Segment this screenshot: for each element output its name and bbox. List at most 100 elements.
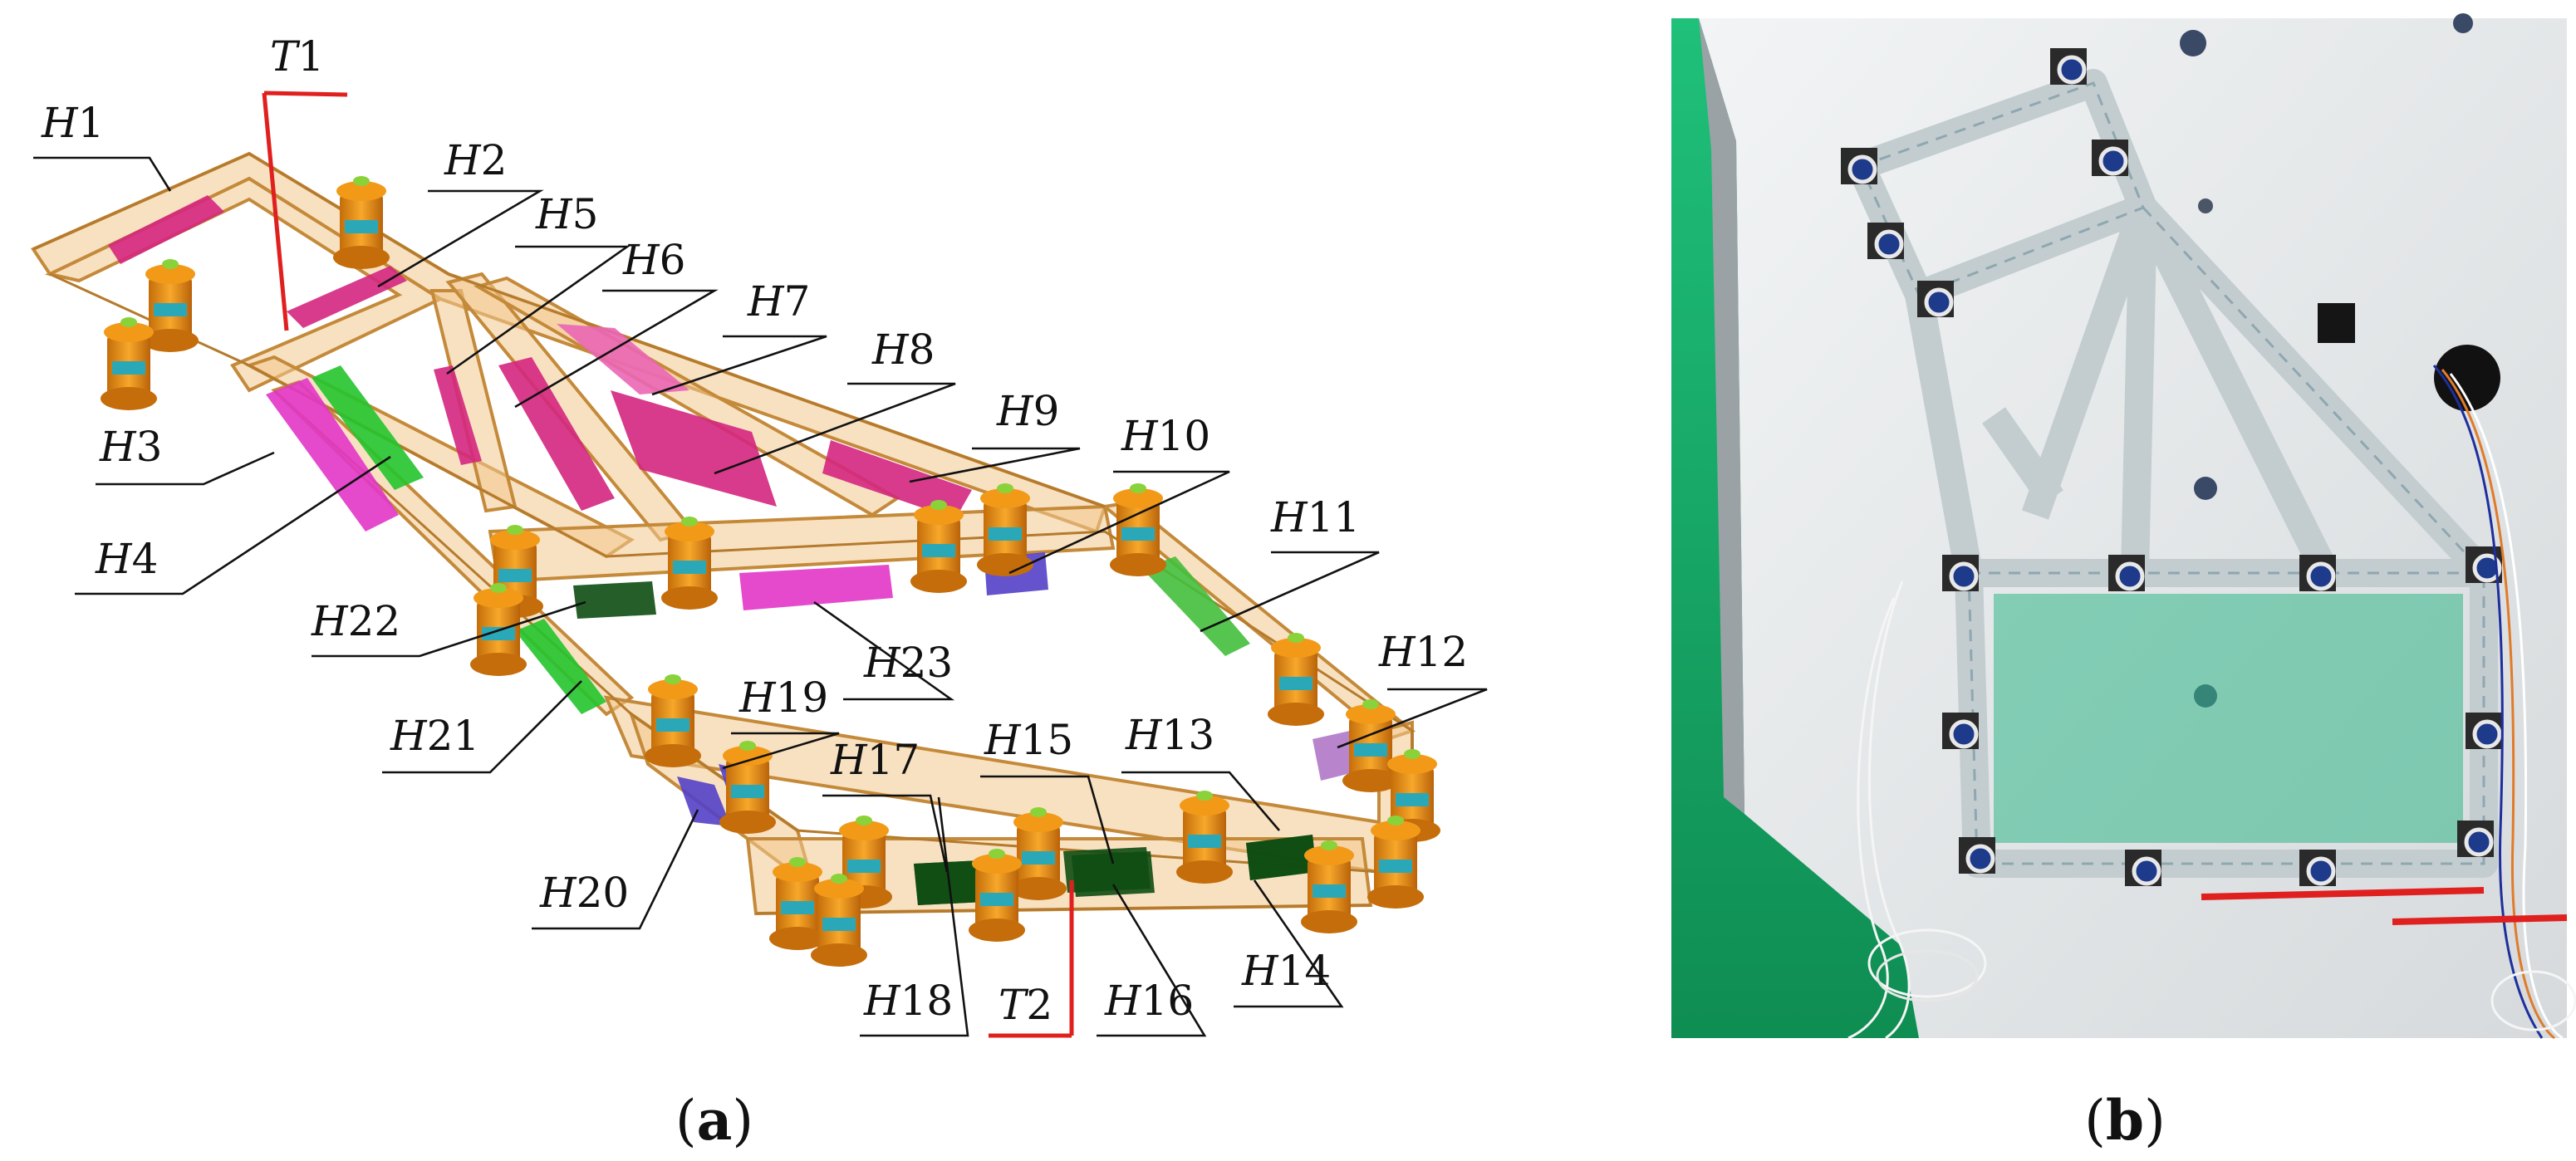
label-h7: H7 (747, 277, 810, 326)
leader-h21 (382, 680, 582, 774)
heater-pad-h2 (287, 266, 407, 328)
label-h1: H1 (41, 99, 104, 147)
label-h10: H10 (1121, 412, 1210, 460)
label-h2: H2 (444, 136, 507, 184)
label-h15: H15 (984, 716, 1073, 764)
mount-bushing (333, 176, 390, 269)
mount-bushing (1268, 633, 1324, 726)
label-h14: H14 (1241, 947, 1331, 995)
leader-h20 (532, 809, 699, 930)
label-h18: H18 (863, 977, 953, 1025)
label-h21: H21 (390, 712, 479, 760)
heater-pad-h22 (573, 581, 656, 619)
caption-a: (a) (675, 1088, 753, 1153)
sensor-marks (262, 91, 1074, 1038)
label-h8: H8 (871, 326, 935, 374)
panel-a: T1 T2 H1 H2 H3 H4 H5 H6 H7 H8 H9 H10 H11… (31, 32, 1488, 1153)
label-t1: T1 (270, 32, 324, 81)
label-h4: H4 (95, 535, 158, 583)
heater-pad-h6 (498, 357, 615, 511)
leader-h2 (377, 189, 544, 288)
leader-h15 (980, 775, 1115, 865)
label-h12: H12 (1378, 628, 1468, 676)
panel-b: (b) (1671, 13, 2576, 1153)
heater-pad-h11 (1142, 556, 1250, 656)
cables (1847, 365, 2576, 1040)
leader-h13 (1121, 771, 1280, 831)
mount-bushing (645, 674, 701, 767)
leader-h4 (75, 455, 391, 595)
bolt-head (1847, 154, 1877, 184)
bolt-head (2098, 146, 2128, 176)
labels: T1 T2 H1 H2 H3 H4 H5 H6 H7 H8 H9 H10 H11… (41, 32, 1468, 1029)
label-t2: T2 (999, 981, 1052, 1029)
label-h3: H3 (99, 423, 162, 471)
bolt-head (2115, 561, 2145, 591)
leader-h6 (514, 289, 719, 409)
mount-bushing (769, 857, 826, 950)
mount-bushing (969, 849, 1025, 942)
mount-bushing (1384, 749, 1440, 842)
bolt-head (1874, 229, 1904, 259)
mount-bushing (1010, 807, 1067, 900)
bolt-head (1965, 844, 1995, 874)
leader-h14 (1234, 879, 1344, 1008)
leader-h12 (1337, 688, 1488, 749)
mount-bushing (142, 259, 199, 352)
label-h19: H19 (738, 674, 828, 722)
bolt-head (2057, 55, 2087, 85)
mount-bushing (101, 317, 157, 410)
bolt-head (2472, 553, 2502, 583)
label-h11: H11 (1270, 493, 1360, 541)
label-h9: H9 (996, 387, 1059, 435)
leader-h8 (714, 382, 956, 475)
bolt-head (2472, 719, 2502, 749)
mount-bushing (811, 874, 867, 967)
heater-pad-h16 (1072, 851, 1155, 897)
label-h5: H5 (535, 190, 598, 238)
label-h16: H16 (1104, 977, 1194, 1025)
heater-pad-h1 (108, 195, 224, 264)
label-h6: H6 (622, 236, 685, 284)
mount-bushing (1342, 699, 1399, 792)
heater-pad-h20 (677, 776, 731, 826)
bolt-head (2306, 561, 2336, 591)
leader-h17 (822, 794, 949, 873)
mount-bushing (661, 517, 718, 610)
leader-h19 (722, 732, 840, 770)
mount-bushing (719, 741, 776, 834)
caption-b: (b) (2084, 1088, 2166, 1153)
leader-h1 (33, 156, 172, 192)
bolt-head (1949, 719, 1979, 749)
label-h13: H13 (1125, 711, 1214, 759)
heater-pad-h5 (434, 365, 482, 465)
heater-pad-h4 (312, 365, 424, 490)
heater-pad-h9 (822, 440, 972, 519)
heater-pad-h21 (515, 619, 606, 714)
mount-bushing (1176, 791, 1233, 884)
heater-pad-h23 (739, 565, 893, 610)
mount-bushing (977, 483, 1033, 576)
caption-b-text: (b) (2084, 1088, 2166, 1153)
label-h23: H23 (863, 639, 953, 687)
bolt-head (1924, 287, 1954, 317)
bolt-heads (1841, 48, 2502, 886)
leader-h3 (96, 451, 275, 486)
leader-h9 (909, 447, 1081, 483)
bolt-head (2306, 856, 2336, 886)
mount-bushing (1301, 840, 1357, 933)
mount-bushings (101, 176, 1440, 967)
photo-inner-panel (1994, 594, 2463, 843)
heater-pad-h12 (1313, 731, 1354, 781)
mount-bushing (910, 500, 967, 593)
label-h22: H22 (311, 597, 400, 645)
heater-pad-h7 (557, 324, 689, 394)
caption-a-text: (a) (675, 1088, 753, 1153)
leader-h11 (1200, 551, 1380, 633)
sensor-t1-probe (262, 92, 289, 331)
leader-h16 (1097, 884, 1207, 1037)
leader-h7 (651, 335, 827, 396)
leader-lines (33, 156, 1488, 1037)
mount-bushing (1110, 483, 1166, 576)
mount-bushing (1367, 816, 1424, 909)
